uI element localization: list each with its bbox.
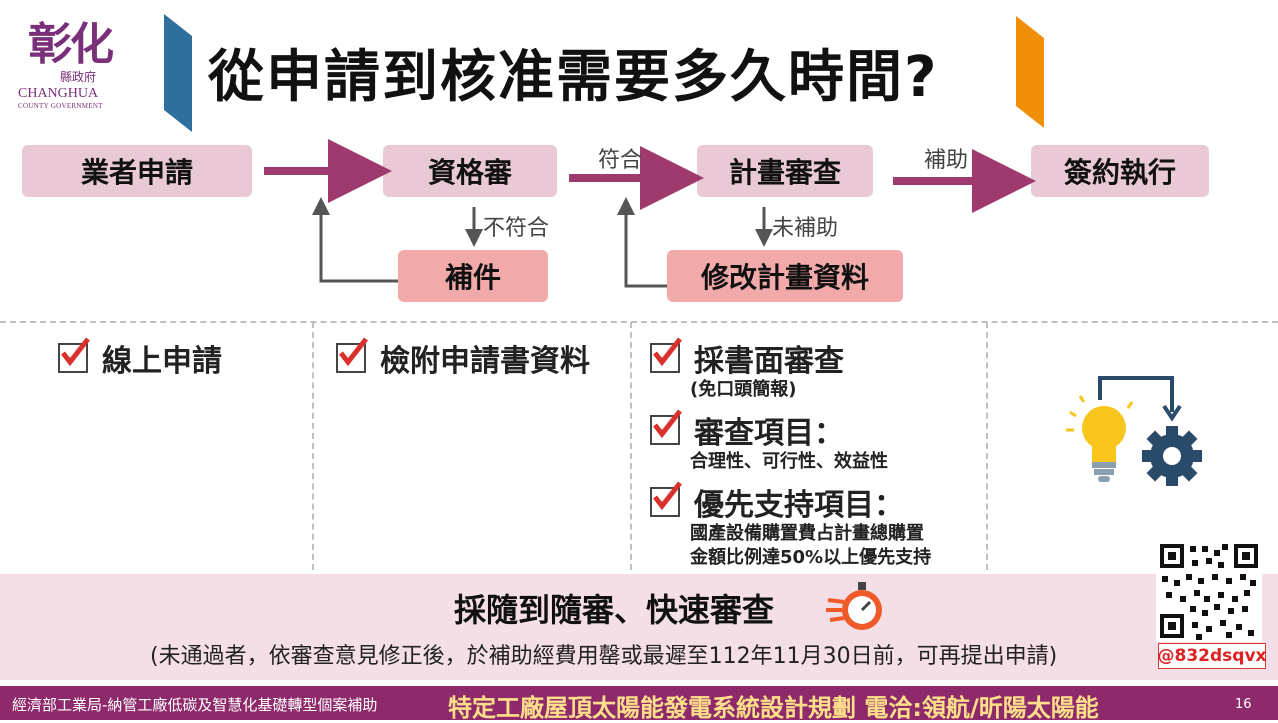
footer-left-text: 經濟部工業局-納管工廠低碳及智慧化基礎轉型個案補助 (12, 696, 378, 714)
check-online-apply: 線上申請 (58, 336, 222, 380)
section-divider (0, 321, 1278, 323)
checkbox-checked-icon (650, 481, 682, 517)
check-label: 線上申請 (102, 344, 222, 379)
flow-label-subsidy: 補助 (924, 148, 969, 173)
band-title: 採隨到隨審、快速審查 (454, 591, 775, 629)
column-divider (986, 322, 988, 570)
flow-step-supplement: 補件 (398, 250, 548, 302)
flow-step-apply: 業者申請 (22, 145, 252, 197)
checkbox-checked-icon (650, 337, 682, 373)
check-label: 優先支持項目： (694, 488, 904, 523)
checkbox-checked-icon (650, 409, 682, 445)
check-review-items: 審查項目： (650, 408, 844, 452)
qr-handle-tag: @832dsqvx (1158, 643, 1267, 669)
logo-sub-text: 縣政府 (60, 70, 97, 84)
flow-step-revise: 修改計畫資料 (667, 250, 903, 302)
title-accent-orange (1016, 16, 1044, 128)
check-label: 採書面審查 (694, 344, 844, 379)
flow-label-pass: 符合 (598, 148, 643, 173)
check-priority-items: 優先支持項目： (650, 480, 904, 524)
logo-english-text: CHANGHUA (18, 86, 99, 101)
logo-main-text: 彰化 (28, 19, 114, 70)
check-label: 檢附申請書資料 (380, 344, 590, 379)
lightbulb-gear-icon (1066, 376, 1202, 486)
title-accent-blue (164, 14, 192, 132)
column-divider (630, 322, 632, 570)
footer-bar (0, 686, 1278, 720)
check-attach-docs: 檢附申請書資料 (336, 336, 590, 380)
check-note: 金額比例達50%以上優先支持 (690, 547, 932, 568)
flow-step-plan-review: 計畫審查 (697, 145, 873, 197)
page-title: 從申請到核准需要多久時間? (208, 45, 939, 110)
band-note: (未通過者，依審查意見修正後，於補助經費用罄或最遲至112年11月30日前，可再… (150, 644, 1058, 669)
check-note: 國產設備購置費占計畫總購置 (690, 523, 924, 544)
check-note: (免口頭簡報) (690, 379, 797, 400)
page-number: 16 (1235, 697, 1252, 712)
flow-label-fail: 不符合 (483, 216, 550, 241)
stopwatch-icon (826, 582, 882, 630)
flow-step-qualify: 資格審 (383, 145, 557, 197)
flow-arrows (264, 139, 1036, 288)
check-label: 審查項目： (694, 416, 844, 451)
check-note: 合理性、可行性、效益性 (690, 451, 888, 472)
flow-step-sign: 簽約執行 (1031, 145, 1209, 197)
checkbox-checked-icon (336, 337, 368, 373)
qr-code (1156, 540, 1262, 642)
check-written-review: 採書面審查 (650, 336, 844, 380)
logo-english-subtext: COUNTY GOVERNMENT (18, 102, 103, 110)
column-divider (312, 322, 314, 570)
checkbox-checked-icon (58, 337, 90, 373)
summary-band (0, 574, 1278, 680)
flow-label-no-subsidy: 未補助 (772, 216, 839, 241)
footer-main-text: 特定工廠屋頂太陽能發電系統設計規劃 電洽:領航/昕陽太陽能 (448, 694, 1099, 722)
